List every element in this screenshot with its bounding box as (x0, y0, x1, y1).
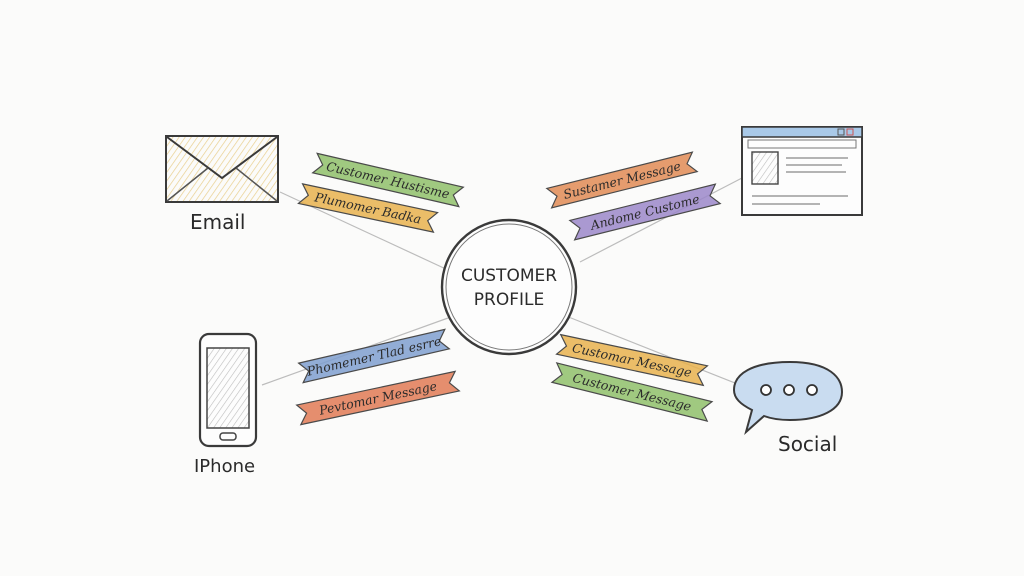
connector-web (579, 177, 743, 263)
email-label: Email (190, 210, 246, 234)
ribbon-shape (550, 362, 714, 422)
ribbon-5: Phomemer Tlad esrre (297, 328, 451, 384)
ribbon-shape (568, 183, 722, 241)
smartphone-icon (198, 332, 258, 448)
ribbon-label: Phomemer Tlad esrre (304, 333, 442, 379)
connector-social (565, 315, 741, 386)
ribbon-shape (297, 328, 451, 384)
social-label: Social (778, 432, 837, 456)
browser-window-icon (741, 126, 863, 216)
ribbon-shape (297, 183, 439, 233)
customer-profile-node: CUSTOMER PROFILE (440, 218, 578, 356)
iphone-label: IPhone (194, 456, 255, 477)
center-title-line2: PROFILE (474, 290, 544, 310)
envelope-icon (165, 135, 279, 203)
ribbon-shape (311, 152, 465, 208)
ribbon-shape (295, 370, 461, 426)
ribbon-shape (545, 151, 699, 209)
center-title-line1: CUSTOMER (461, 266, 557, 286)
ribbon-6: Pevtomar Message (295, 370, 461, 426)
ribbon-shape (555, 333, 709, 387)
speech-bubble-icon (732, 360, 844, 435)
